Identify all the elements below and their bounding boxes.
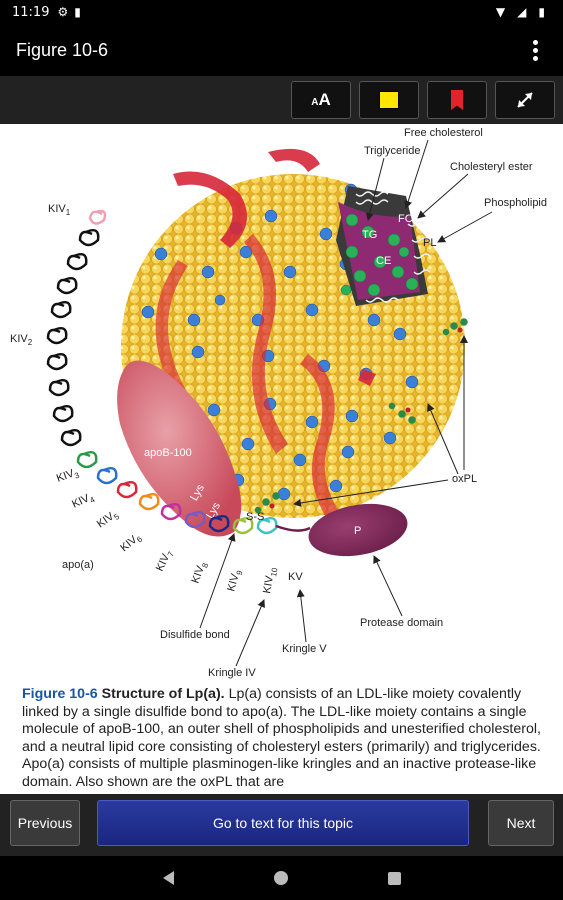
cholesteryl-ester-label: Cholesteryl ester xyxy=(450,161,533,173)
kringle-v-label: Kringle V xyxy=(282,643,327,655)
back-icon[interactable] xyxy=(162,871,174,885)
protease-domain xyxy=(308,503,408,557)
kiv5-label: KIV5 xyxy=(95,508,122,533)
highlight-icon xyxy=(379,91,399,109)
kringle-iv-label: Kringle IV xyxy=(208,667,256,679)
core-molecules xyxy=(340,213,419,297)
pl-inline-label: PL xyxy=(423,237,436,249)
kiv4-label: KIV4 xyxy=(70,490,97,512)
recents-icon[interactable] xyxy=(387,871,401,885)
sd-card-icon: ▮ xyxy=(74,5,81,19)
kiv7-label: KIV7 xyxy=(154,548,176,575)
apob100-label: apoB-100 xyxy=(144,447,192,459)
lpa-structure-figure[interactable]: TG CE FC PL apoB-100 Lys Lys P xyxy=(8,124,555,684)
kiv2-label: KIV2 xyxy=(10,333,33,347)
caption-figure-label: Figure 10-6 xyxy=(22,686,98,702)
figure-caption: Figure 10-6 Structure of Lp(a). Lp(a) co… xyxy=(22,686,544,792)
callout-arrows xyxy=(199,139,493,667)
font-size-button[interactable]: AA xyxy=(291,81,351,119)
toolbar: AA xyxy=(0,76,563,124)
bookmark-icon xyxy=(451,90,463,110)
kiv3-label: KIV3 xyxy=(55,466,81,487)
kiv9-label: KIV9 xyxy=(225,568,244,594)
phospholipid-label: Phospholipid xyxy=(484,197,547,209)
bookmark-button[interactable] xyxy=(427,81,487,119)
kiv8-label: KIV8 xyxy=(190,560,211,586)
kv-label: KV xyxy=(288,571,303,583)
disulfide-ss-label: S-S xyxy=(246,511,264,523)
wifi-icon: ▼ xyxy=(495,5,506,19)
go-to-text-button[interactable]: Go to text for this topic xyxy=(97,800,469,846)
protease-domain-label: Protease domain xyxy=(360,617,443,629)
font-size-icon: AA xyxy=(311,90,331,109)
caption-title: Structure of Lp(a). xyxy=(101,686,225,702)
battery-icon: ▮ xyxy=(538,5,545,19)
app-bar: Figure 10-6 xyxy=(0,24,563,76)
disulfide-bond-label: Disulfide bond xyxy=(160,629,230,641)
page-title: Figure 10-6 xyxy=(16,39,109,60)
kiv10-label: KIV10 xyxy=(261,566,280,595)
settings-icon: ⚙ xyxy=(57,5,69,19)
tg-label: TG xyxy=(362,229,377,241)
fc-label: FC xyxy=(398,213,413,225)
oxpl-label: oxPL xyxy=(452,473,477,485)
free-cholesterol-label: Free cholesterol xyxy=(404,127,483,139)
fullscreen-button[interactable] xyxy=(495,81,555,119)
status-time: 11:19 xyxy=(12,4,50,20)
previous-button[interactable]: Previous xyxy=(10,800,80,846)
bottom-nav: Previous Go to text for this topic Next xyxy=(0,794,563,856)
kiv1-label: KIV1 xyxy=(48,203,71,217)
triglyceride-label: Triglyceride xyxy=(364,145,420,157)
highlight-button[interactable] xyxy=(359,81,419,119)
status-bar: 11:19 ⚙ ▮ ▼ ◢ ▮ xyxy=(0,0,563,24)
apo-a-label: apo(a) xyxy=(62,559,94,571)
next-button[interactable]: Next xyxy=(488,800,554,846)
caption-body: Lp(a) consists of an LDL-like moiety cov… xyxy=(22,686,541,790)
system-nav-bar xyxy=(0,856,563,900)
ce-label: CE xyxy=(376,255,391,267)
apob100-blob xyxy=(117,360,242,537)
oxpl-molecules xyxy=(254,318,468,514)
kiv6-label: KIV6 xyxy=(118,530,144,555)
overflow-menu-icon[interactable] xyxy=(523,36,547,64)
phospholipid-tails xyxy=(355,191,431,303)
kringle-chain xyxy=(46,209,311,535)
signal-icon: ◢ xyxy=(517,5,527,19)
content-area[interactable]: TG CE FC PL apoB-100 Lys Lys P xyxy=(0,124,563,794)
protease-p-label: P xyxy=(354,525,361,537)
expand-icon xyxy=(517,92,533,108)
home-icon[interactable] xyxy=(273,871,288,885)
